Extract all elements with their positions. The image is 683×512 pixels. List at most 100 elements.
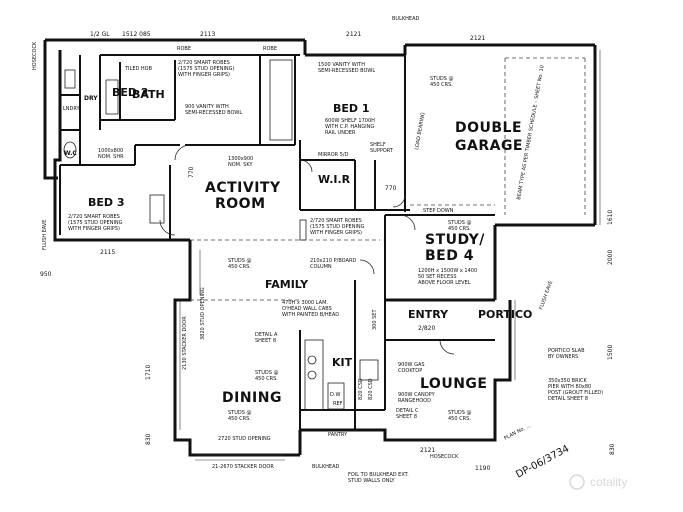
room-lndry: LNDRY: [63, 106, 81, 112]
room-double: DOUBLE: [455, 120, 522, 136]
note-canopy-2: RANGEHOOD: [398, 398, 431, 404]
note-flush-eave: FLUSH EAVE: [42, 220, 48, 250]
note-vanity-bed2-2: SEMI-RECESSED BOWL: [185, 110, 242, 116]
bed3-robe: [149, 194, 165, 224]
note-foil-2: STUD WALLS ONLY: [348, 478, 396, 484]
note-detail-c-2: SHEET 8: [396, 414, 417, 420]
door-swings: [159, 144, 455, 355]
note-cab-1: 470H x 3000 LAM.: [282, 300, 328, 306]
note-detail-c-1: DETAIL C: [396, 408, 419, 414]
note-bed2-robes-1: 2/720 SMART ROBES: [178, 60, 230, 66]
note-portico-slab-1: PORTICO SLAB: [548, 348, 585, 354]
note-column-1: 210x210 P/BOARD: [310, 258, 356, 264]
note-ceiling-1: 1300x900: [228, 156, 253, 162]
dim-1500: 1500: [607, 345, 614, 360]
laundry-tub: [64, 69, 76, 89]
column: [299, 219, 307, 241]
note-bulkhead-top: BULKHEAD: [392, 16, 419, 22]
note-plan-number-small: PLAN No. ...: [503, 423, 532, 442]
note-mirror: MIRROR 5/D: [318, 152, 349, 158]
note-load-bearing: LOAD BEARING: [414, 112, 427, 150]
sink: [307, 355, 317, 365]
note-shelf-support-2: SUPPORT: [370, 148, 394, 154]
interior-walls: [59, 54, 495, 430]
note-bed3-robes-1: 2/720 SMART ROBES: [68, 214, 120, 220]
note-canopy-1: 900W CANOPY: [398, 392, 436, 398]
dim-950: 950: [40, 271, 52, 278]
note-step-down: STEP DOWN: [423, 208, 454, 214]
note-bed1-robes-2: (1575 STUD OPENING: [310, 224, 365, 230]
note-pier-3: POST (GROUT FILLED): [548, 390, 603, 396]
note-studs-din2-2: 450 CRS.: [228, 416, 251, 422]
dim-2121-bottom: 2121: [420, 447, 435, 454]
room-dry: DRY: [84, 95, 98, 102]
exterior-walls: [43, 38, 597, 457]
dimension-labels: 1/2 GL 1512 085 2113 2121 2121 1610 2000…: [40, 31, 616, 472]
dim-830-r: 830: [609, 443, 616, 455]
room-wc: W.C: [64, 150, 77, 157]
note-shelf-1: 600W SHELF 1700H: [325, 118, 375, 124]
note-flush-eave-r: FLUSH EAVE: [538, 280, 554, 311]
dim-820-a: 820 CSD: [358, 378, 364, 400]
note-lounge-studs-1: STUDS @: [448, 410, 472, 416]
note-portico-slab-2: BY OWNERS: [548, 354, 578, 360]
note-study-win-2: 50 SET RECESS: [418, 274, 457, 280]
dim-820-b: 820 CSD: [368, 378, 374, 400]
room-entry: ENTRY: [408, 308, 449, 321]
note-studs-garage-1: STUDS @: [430, 76, 454, 82]
note-cooktop-1: 900W GAS: [398, 362, 425, 368]
note-hosecock: HOSECOCK: [430, 454, 459, 460]
dim-300: 300 SET: [372, 309, 378, 330]
room-bath: BATH: [132, 88, 165, 101]
note-entry-door: 2/820: [418, 325, 435, 332]
note-studs-garage-2: 450 CRS.: [430, 82, 453, 88]
note-lounge-studs-2: 450 CRS.: [448, 416, 471, 422]
fridge: [327, 382, 345, 410]
note-robe-top2: ROBE: [263, 46, 277, 52]
note-study-studs-2: 450 CRS.: [448, 226, 471, 232]
room-wir: W.I.R: [318, 173, 351, 186]
note-bed3-robes-3: WITH FINGER GRIPS): [68, 226, 120, 232]
note-detail-a-2: SHEET 8: [255, 338, 276, 344]
room-bed4: BED 4: [425, 248, 474, 264]
note-dp-number: DP-06/3734: [514, 443, 571, 480]
note-dw: D.W: [330, 392, 340, 398]
room-lounge: LOUNGE: [420, 376, 487, 392]
window-hatching: [179, 50, 601, 461]
dim-1710: 1710: [145, 365, 152, 380]
toilet-wc: [63, 141, 77, 159]
note-vanity-bed2-1: 900 VANITY WITH: [185, 104, 229, 110]
note-ceiling-3: 1000x800: [98, 148, 123, 154]
note-stacker-door-v: 2130 STACKER DOOR: [182, 316, 188, 370]
cooktop: [359, 359, 379, 381]
note-shelf-support-1: SHELF: [370, 142, 386, 148]
room-portico: PORTICO: [478, 308, 532, 321]
room-pantry: PANTRY: [328, 432, 348, 438]
note-study-studs-1: STUDS @: [448, 220, 472, 226]
note-studs-din-1: STUDS @: [255, 370, 279, 376]
note-foil-1: FOIL TO BULKHEAD EXT.: [348, 472, 409, 478]
dim-770-a: 770: [188, 166, 195, 178]
dim-2113: 2113: [200, 31, 215, 38]
dim-2000: 2000: [607, 250, 614, 265]
room-study: STUDY/: [425, 232, 485, 248]
note-shelf-3: RAIL UNDER: [325, 130, 356, 136]
room-garage: GARAGE: [455, 138, 523, 154]
note-shelf-2: WITH C.P. HANGING: [325, 124, 374, 130]
note-pier-1: 350x350 BRICK: [548, 378, 588, 384]
dim-2121-top: 2121: [346, 31, 361, 38]
note-bed2-robes-3: WITH FINGER GRIPS): [178, 72, 230, 78]
dashed-lines: [190, 57, 586, 301]
sink-2: [307, 370, 317, 380]
note-bed1-robes-3: WITH FINGER GRIPS): [310, 230, 362, 236]
vanity-bed1: [269, 59, 293, 141]
watermark-logo: [569, 474, 585, 490]
note-ceiling-4: NOM. SHR: [98, 154, 124, 160]
dim-770-b: 770: [385, 185, 397, 192]
note-bed2-robes-2: (1575 STUD OPENING): [178, 66, 235, 72]
note-cooktop-2: COOKTOP: [398, 368, 422, 374]
note-study-win-1: 1200H x 1500W x 1400: [418, 268, 477, 274]
room-bed3: BED 3: [88, 196, 125, 209]
room-activity-2: ROOM: [215, 196, 266, 212]
